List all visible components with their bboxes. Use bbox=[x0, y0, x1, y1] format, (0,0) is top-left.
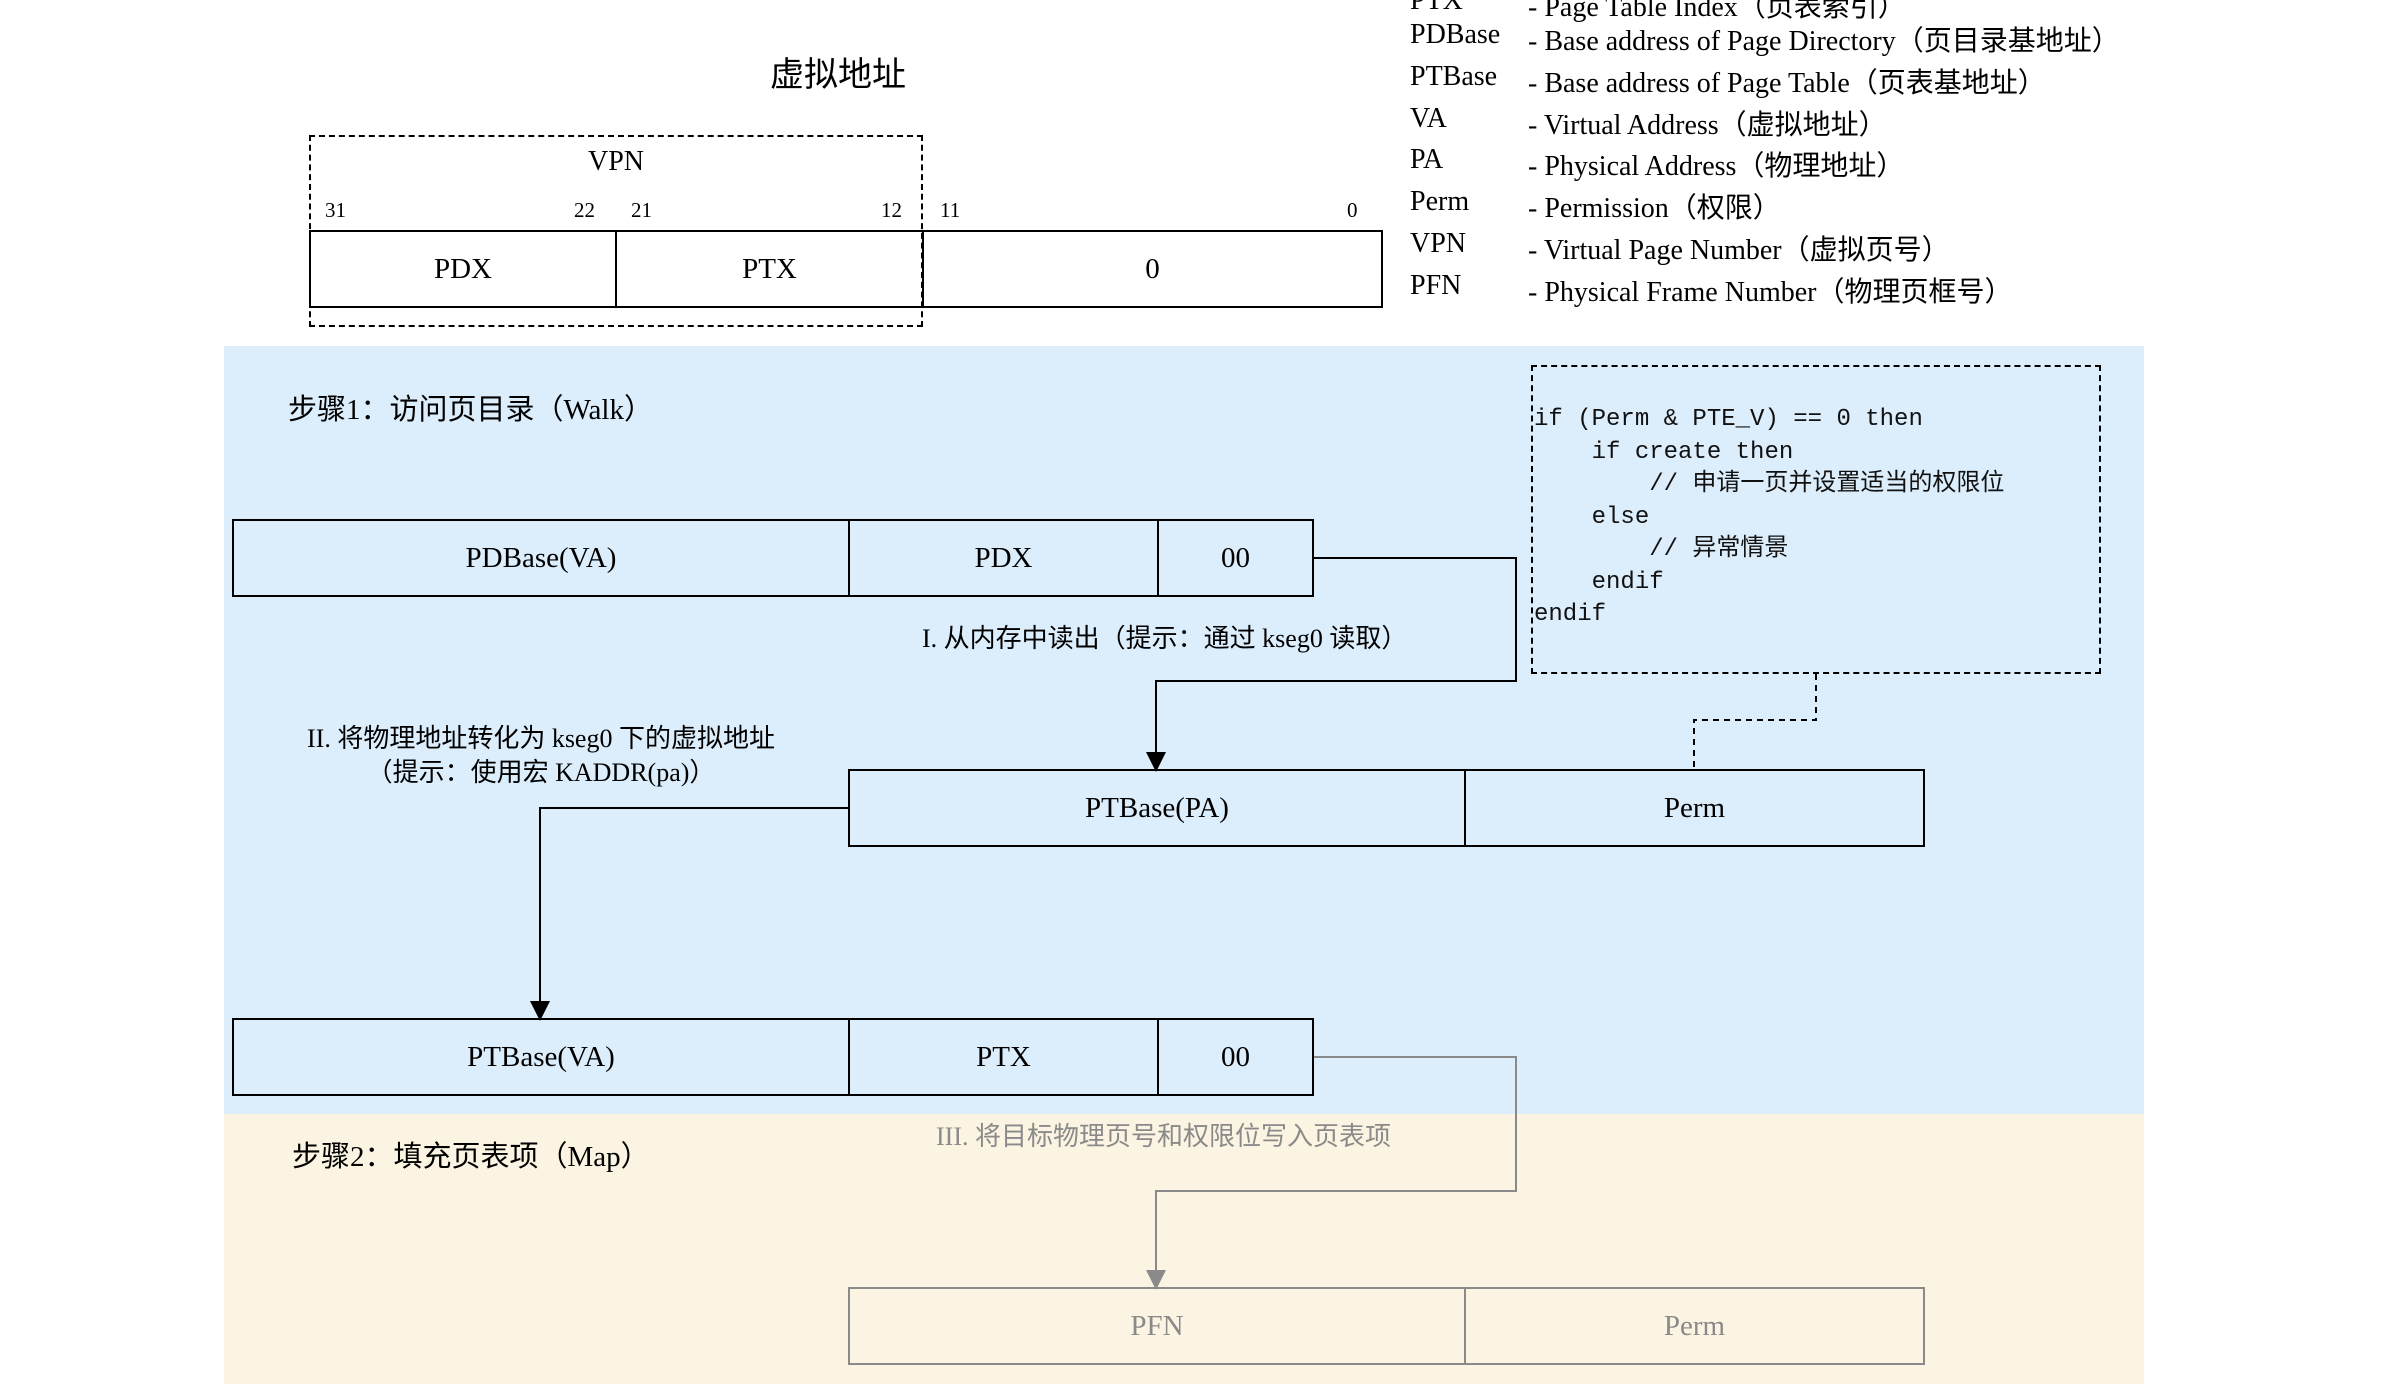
note-ii-line2: （提示：使用宏 KADDR(pa)） bbox=[366, 758, 716, 787]
va-field-offset: 0 bbox=[922, 230, 1383, 308]
code-block: if (Perm & PTE_V) == 0 then if create th… bbox=[1534, 406, 2005, 628]
arrow-iii bbox=[1146, 1056, 1517, 1290]
bit-12: 12 bbox=[881, 198, 902, 222]
code-box bbox=[1531, 365, 2101, 674]
step2-region bbox=[224, 1114, 2144, 1384]
legend-desc: - Physical Address（物理地址） bbox=[1528, 151, 1905, 182]
legend-key: PDBase bbox=[1410, 19, 1501, 50]
bit-0: 0 bbox=[1347, 198, 1358, 222]
legend-desc: - Page Table Index（页表索引） bbox=[1528, 0, 1906, 23]
bit-31: 31 bbox=[325, 198, 346, 222]
step1-region bbox=[224, 346, 2144, 1114]
row1-pdbase-va: PDBase(VA) bbox=[232, 519, 850, 597]
step1-title: 步骤1：访问页目录（Walk） bbox=[288, 394, 653, 426]
legend-key: VA bbox=[1410, 103, 1447, 134]
legend-key: PTX bbox=[1410, 0, 1463, 16]
legend-key: PTBase bbox=[1410, 61, 1498, 92]
legend-desc: - Base address of Page Table（页表基地址） bbox=[1528, 68, 2046, 99]
arrow-i bbox=[1146, 557, 1517, 772]
legend-key: PFN bbox=[1410, 270, 1462, 301]
legend-desc: - Physical Frame Number（物理页框号） bbox=[1528, 277, 2013, 308]
legend-desc: - Virtual Page Number（虚拟页号） bbox=[1528, 235, 1950, 266]
note-iii: III. 将目标物理页号和权限位写入页表项 bbox=[936, 1122, 1391, 1151]
legend-key: PA bbox=[1410, 144, 1444, 175]
legend-desc: - Base address of Page Directory（页目录基地址） bbox=[1528, 26, 2120, 57]
row2-perm: Perm bbox=[1464, 769, 1925, 847]
code-to-perm-connector bbox=[1693, 674, 1817, 769]
step2-title: 步骤2：填充页表项（Map） bbox=[292, 1141, 650, 1173]
note-ii-line1: II. 将物理地址转化为 kseg0 下的虚拟地址 bbox=[307, 724, 775, 753]
bit-21: 21 bbox=[631, 198, 652, 222]
vpn-label: VPN bbox=[587, 146, 644, 177]
va-field-pdx: PDX bbox=[309, 230, 617, 308]
legend-desc: - Permission（权限） bbox=[1528, 193, 1781, 224]
row4-perm: Perm bbox=[1464, 1287, 1925, 1365]
bit-11: 11 bbox=[940, 198, 961, 222]
legend-desc: - Virtual Address（虚拟地址） bbox=[1528, 110, 1887, 141]
row3-ptx: PTX bbox=[848, 1018, 1159, 1096]
row1-00: 00 bbox=[1157, 519, 1314, 597]
note-i: I. 从内存中读出（提示：通过 kseg0 读取） bbox=[922, 624, 1408, 653]
bit-22: 22 bbox=[574, 198, 595, 222]
row3-00: 00 bbox=[1157, 1018, 1314, 1096]
legend-key: Perm bbox=[1410, 186, 1470, 217]
arrow-ii bbox=[530, 807, 848, 1021]
diagram-title: 虚拟地址 bbox=[770, 55, 906, 95]
row1-pdx: PDX bbox=[848, 519, 1159, 597]
legend-key: VPN bbox=[1410, 228, 1467, 259]
